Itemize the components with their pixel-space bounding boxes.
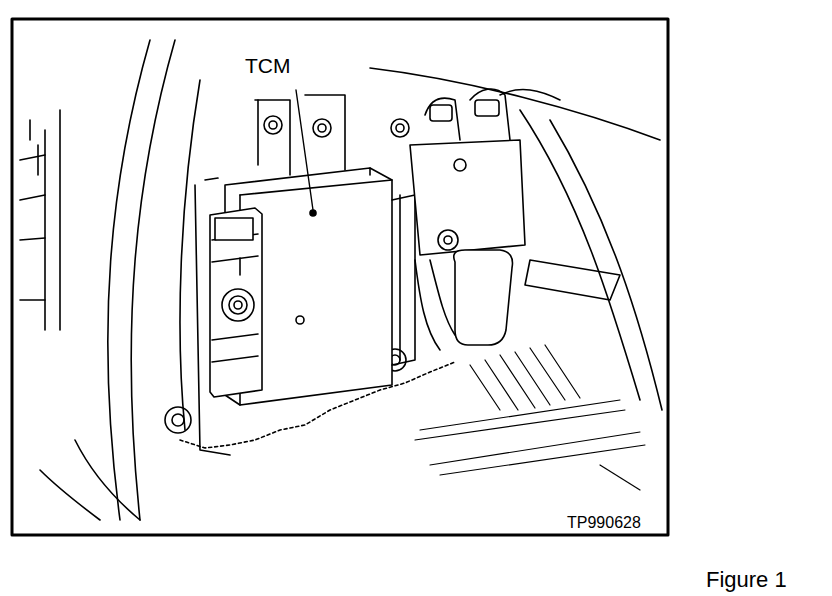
tcm-unit: [210, 168, 392, 405]
mounting-bracket: [165, 95, 406, 455]
leader-line: [296, 90, 313, 210]
figure-frame: [12, 19, 668, 535]
part-name: TCM: [243, 54, 293, 77]
side-panel: [20, 40, 200, 520]
figure-code: TP990628: [565, 514, 643, 532]
cutaway-edge: [180, 362, 455, 448]
wiring-harness: [391, 89, 560, 365]
figure-caption: Figure 1: [704, 568, 789, 592]
floor-hatching: [415, 345, 645, 490]
dash-panel: [370, 68, 662, 410]
